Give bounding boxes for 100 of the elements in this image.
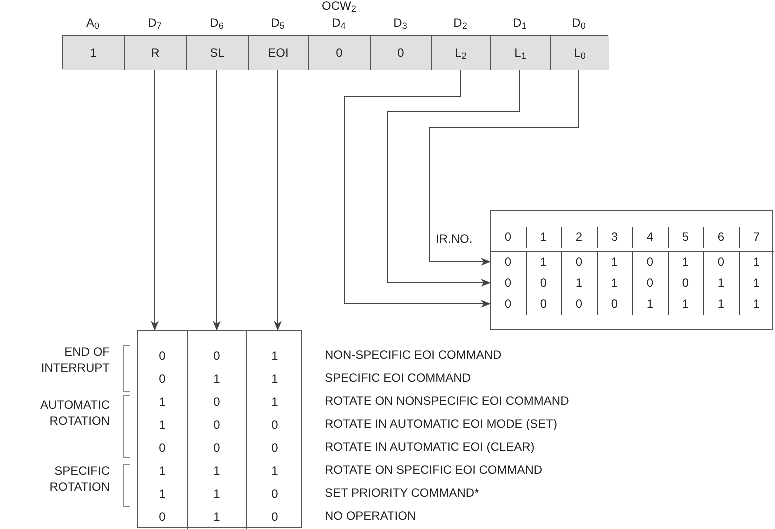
bit-value: 0 <box>158 371 167 388</box>
arrow <box>274 68 282 331</box>
register-cell <box>491 36 551 70</box>
bit-value: 0 <box>491 273 526 294</box>
bit-value: 0 <box>491 252 526 273</box>
bit-value: L$_{1}$ <box>514 45 526 62</box>
bit-label: D$_{0}$ <box>571 15 587 31</box>
bit-value: 1 <box>270 371 280 388</box>
bit-value: 0 <box>704 252 740 273</box>
bit-value: L$_{0}$ <box>574 45 586 62</box>
bit-value: 6 <box>704 227 740 248</box>
register-cell <box>432 36 491 70</box>
bit-value: 1 <box>752 275 762 292</box>
bit-value: 0 <box>562 252 598 273</box>
bit-value: 1 <box>598 273 633 294</box>
bit-value: 7 <box>752 229 762 246</box>
bit-value: R <box>151 45 160 62</box>
register-box <box>62 35 608 69</box>
arrow <box>430 68 580 266</box>
bit-value: 0 <box>491 227 526 248</box>
arrow <box>213 68 221 331</box>
bit-label: D$_{6}$ <box>209 15 225 31</box>
command-description: ROTATE ON SPECIFIC EOI COMMAND <box>325 462 543 479</box>
bit-value: 0 <box>336 45 343 62</box>
bit-value: 0 <box>270 486 280 503</box>
command-description: SPECIFIC EOI COMMAND <box>325 370 472 387</box>
bit-value: 0 <box>491 294 526 315</box>
register-title: OCW$_{2}$ <box>322 0 356 13</box>
bit-value: 0 <box>158 348 167 365</box>
bit-value: 1 <box>270 463 280 480</box>
group-label: END OF INTERRUPT <box>40 344 110 376</box>
bit-value: 0 <box>633 273 668 294</box>
table-box <box>490 210 773 330</box>
bit-value: 1 <box>526 227 562 248</box>
command-description: SET PRIORITY COMMAND* <box>325 485 480 502</box>
bit-value: 0 <box>212 417 222 434</box>
bit-value: 1 <box>270 394 280 411</box>
bit-value: 1 <box>158 417 167 434</box>
command-description: NON-SPECIFIC EOI COMMAND <box>325 347 502 364</box>
bit-value: 0 <box>598 294 633 315</box>
bit-value: 0 <box>270 417 280 434</box>
bit-value: EOI <box>268 45 289 62</box>
bit-value: 0 <box>270 509 280 526</box>
bit-value: 1 <box>158 486 167 503</box>
command-description: ROTATE IN AUTOMATIC EOI (CLEAR) <box>325 439 535 456</box>
arrow <box>388 68 520 287</box>
bit-value: 1 <box>158 394 167 411</box>
bit-value: 5 <box>668 227 704 248</box>
bit-value: 0 <box>212 394 222 411</box>
bit-value: 1 <box>752 296 762 313</box>
bit-label: D$_{3}$ <box>392 15 408 31</box>
register-cell <box>371 36 432 70</box>
bit-value: 0 <box>562 294 598 315</box>
command-description: ROTATE IN AUTOMATIC EOI MODE (SET) <box>325 416 558 433</box>
bit-value: 0 <box>526 294 562 315</box>
bit-value: 0 <box>158 440 167 457</box>
bit-value: 1 <box>668 252 704 273</box>
bit-value: 0 <box>212 348 222 365</box>
bit-value: 1 <box>562 273 598 294</box>
register-cell <box>63 36 125 70</box>
bit-value: 1 <box>90 45 97 62</box>
bit-value: 1 <box>212 509 222 526</box>
bit-value: 1 <box>212 486 222 503</box>
register-cell <box>309 36 371 70</box>
bit-value: 1 <box>668 294 704 315</box>
command-description: ROTATE ON NONSPECIFIC EOI COMMAND <box>325 393 570 410</box>
bit-value: 1 <box>526 252 562 273</box>
register-cell <box>249 36 309 70</box>
bit-label: D$_{1}$ <box>512 15 528 31</box>
group-label: SPECIFIC ROTATION <box>48 463 110 495</box>
bit-label: D$_{7}$ <box>147 15 163 31</box>
bit-label: D$_{5}$ <box>270 15 286 31</box>
bit-value: 0 <box>158 509 167 526</box>
bit-value: 0 <box>270 440 280 457</box>
bit-label: D$_{4}$ <box>331 15 347 31</box>
bit-value: 0 <box>668 273 704 294</box>
bit-value: SL <box>210 45 225 62</box>
register-cell <box>551 36 609 70</box>
bit-value: 1 <box>598 252 633 273</box>
bit-value: 2 <box>562 227 598 248</box>
register-cell <box>187 36 249 70</box>
bit-value: 1 <box>752 254 762 271</box>
bit-label: A$_{0}$ <box>85 15 101 31</box>
bit-value: 1 <box>704 273 740 294</box>
arrow <box>151 68 159 331</box>
bit-value: 1 <box>270 348 280 365</box>
row-header: IR.NO. <box>436 231 473 248</box>
arrow <box>344 68 491 308</box>
bit-value: 1 <box>158 463 167 480</box>
table-box <box>137 330 302 528</box>
bit-value: 0 <box>633 252 668 273</box>
bit-value: L$_{2}$ <box>455 45 467 62</box>
command-description: NO OPERATION <box>325 508 416 525</box>
bit-value: 1 <box>704 294 740 315</box>
group-label: AUTOMATIC ROTATION <box>39 397 110 429</box>
bit-value: 0 <box>398 45 404 62</box>
bit-label: D$_{2}$ <box>452 15 468 31</box>
bit-value: 1 <box>633 294 668 315</box>
bit-value: 4 <box>633 227 668 248</box>
bit-value: 0 <box>526 273 562 294</box>
